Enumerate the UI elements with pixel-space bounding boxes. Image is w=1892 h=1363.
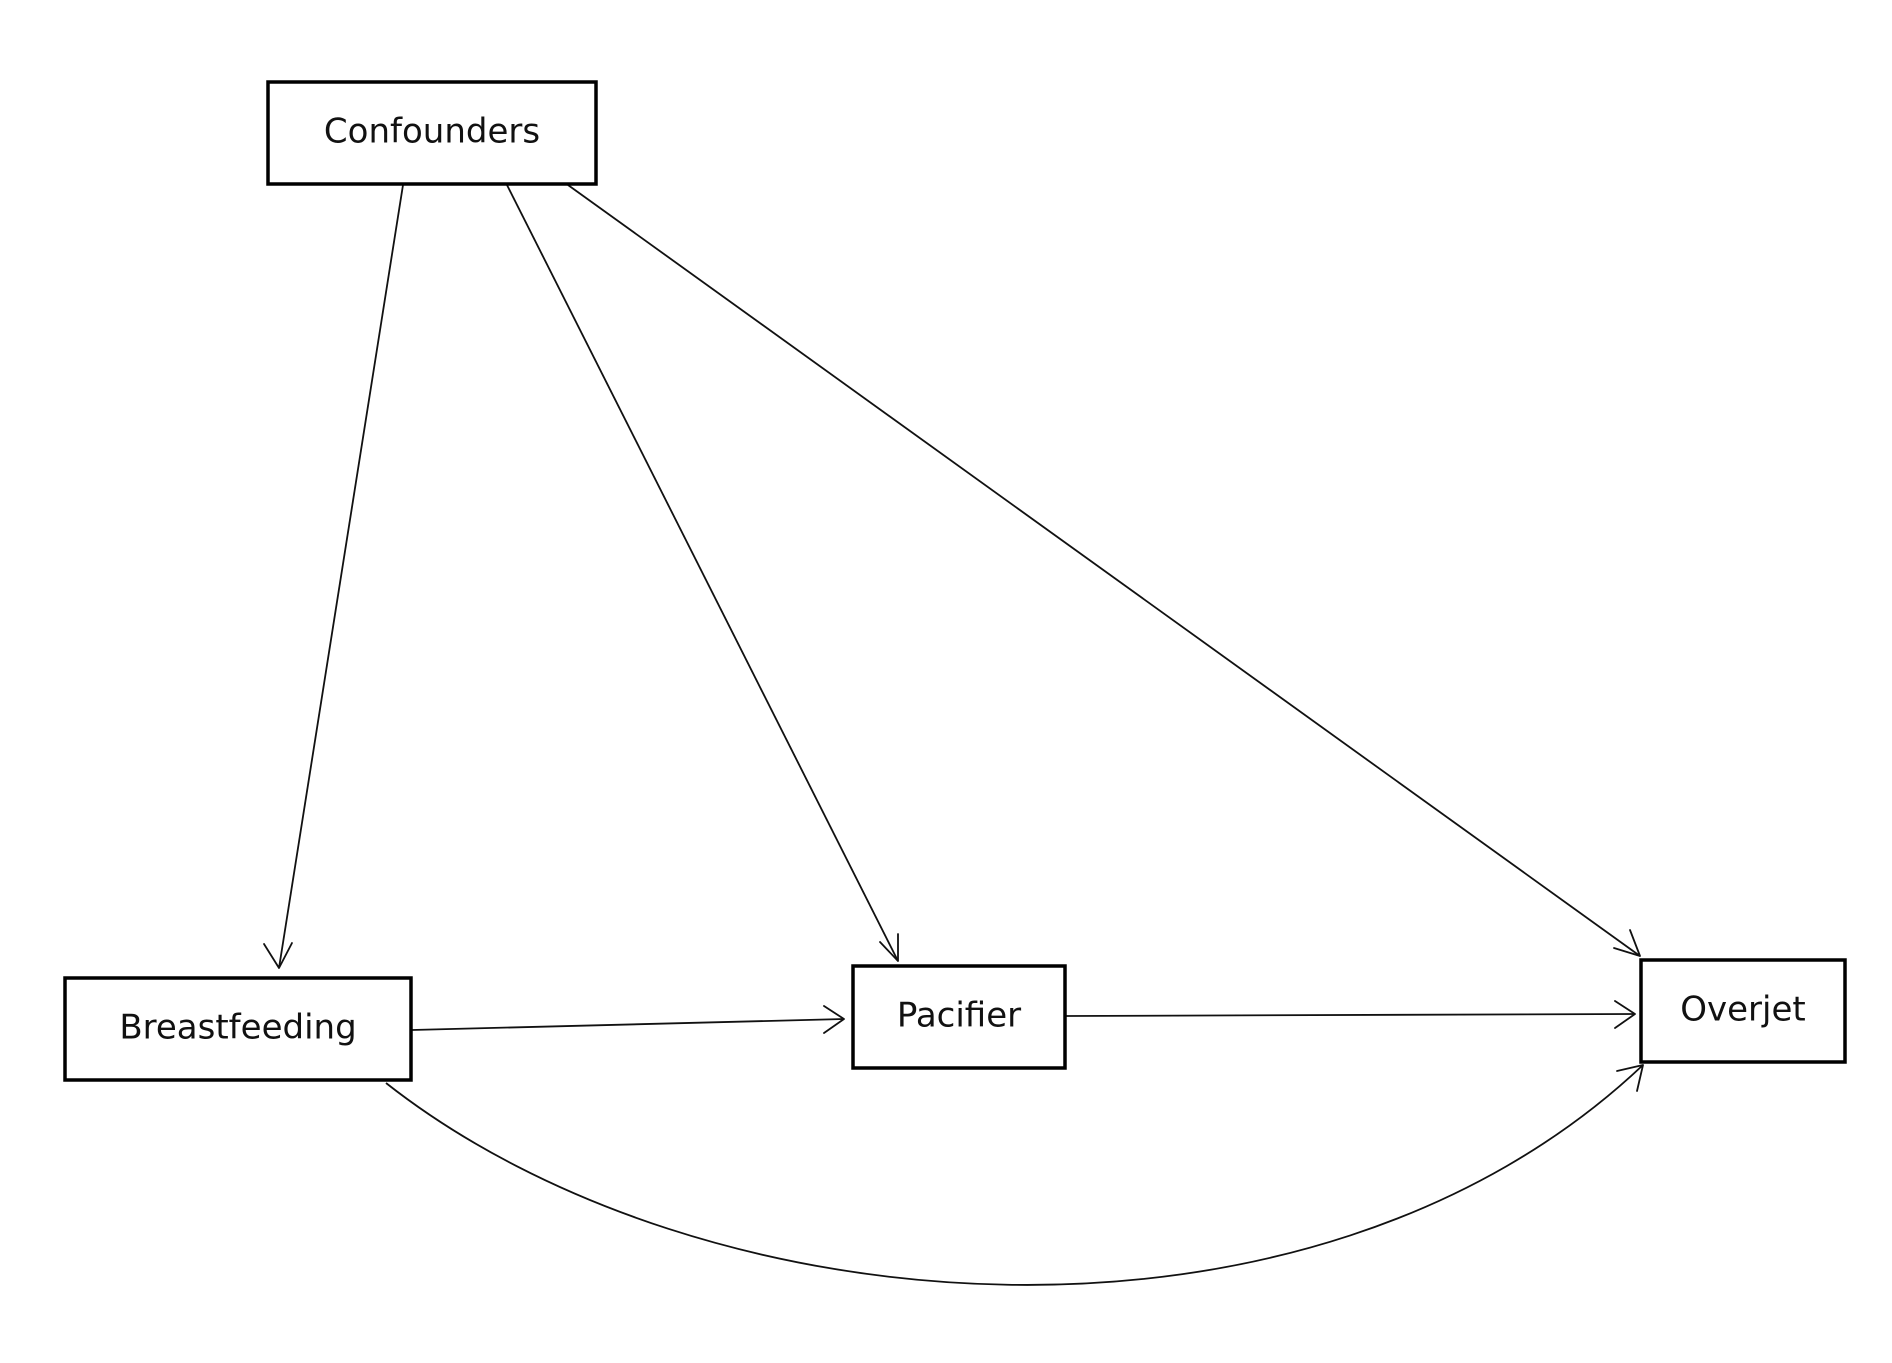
node-label-breastfeeding: Breastfeeding	[119, 1008, 356, 1048]
node-pacifier: Pacifier	[851, 964, 1067, 1070]
edge-pacifier-overjet	[1065, 1000, 1636, 1029]
edge-breastfeeding-overjet	[385, 1064, 1644, 1286]
node-label-confounders: Confounders	[324, 112, 540, 152]
edge-confounders-pacifier	[506, 184, 899, 962]
edges	[263, 184, 1644, 1286]
edge-confounders-overjet	[567, 184, 1641, 957]
node-breastfeeding: Breastfeeding	[63, 976, 413, 1082]
node-label-overjet: Overjet	[1680, 990, 1805, 1030]
edge-breastfeeding-pacifier	[411, 1005, 845, 1034]
node-confounders: Confounders	[266, 80, 598, 186]
node-overjet: Overjet	[1639, 958, 1847, 1064]
node-label-pacifier: Pacifier	[897, 996, 1021, 1036]
edge-confounders-breastfeeding	[263, 184, 404, 969]
